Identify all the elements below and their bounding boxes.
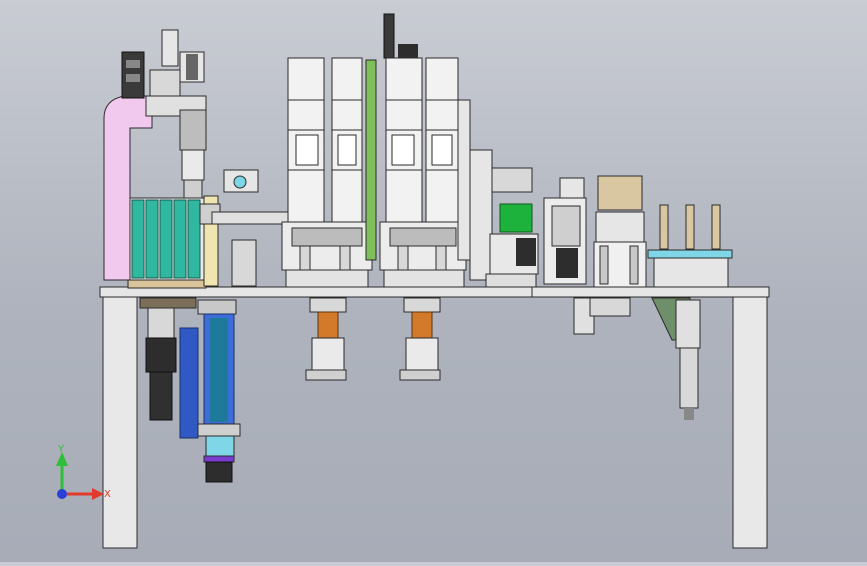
y-axis-label: Y (57, 444, 65, 455)
rotary-station (647, 204, 733, 420)
table-leg-left (102, 295, 138, 549)
servo-tower-left (281, 57, 373, 288)
lift-cylinder-left (305, 297, 347, 381)
coordinate-triad: Y X (56, 444, 111, 500)
table-leg-right (732, 295, 768, 549)
inspection-station (543, 177, 595, 335)
lower-left-drive (139, 297, 241, 483)
table-top-right (531, 286, 770, 298)
cylinder-cluster (127, 197, 207, 289)
servo-tower-right (379, 57, 467, 288)
x-axis-label: X (104, 489, 111, 500)
c-frame-press (103, 29, 207, 281)
green-motor-station (469, 149, 539, 288)
lift-cylinder-right (399, 297, 441, 381)
feeder-station (589, 175, 647, 317)
signal-strip (365, 59, 377, 261)
